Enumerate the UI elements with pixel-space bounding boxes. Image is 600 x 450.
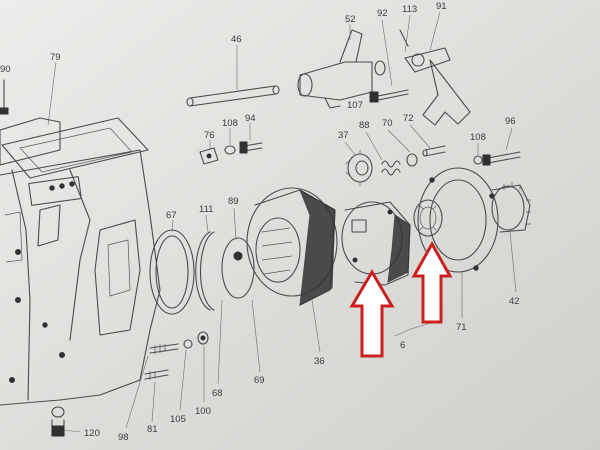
gear-37 (345, 150, 373, 186)
callout-72: 72 (403, 113, 414, 124)
spring-88 (381, 160, 401, 176)
gear-shaft-42 (491, 182, 531, 233)
washer-105 (183, 339, 193, 349)
callout-67: 67 (166, 210, 177, 221)
pin-72 (422, 145, 446, 157)
callout-52: 52 (345, 14, 356, 25)
stud-98 (149, 343, 179, 354)
callout-98: 98 (118, 432, 129, 443)
gearbox-housing (0, 117, 161, 406)
plate-76 (199, 147, 219, 165)
callout-111: 111 (199, 204, 213, 215)
callout-81: 81 (147, 424, 158, 435)
bolt-96 (482, 151, 521, 166)
callout-113: 113 (402, 4, 417, 15)
spline-coupler (413, 199, 443, 237)
callout-69: 69 (254, 375, 265, 386)
callout-105: 105 (170, 414, 186, 425)
stud-81 (144, 369, 169, 380)
bolt-94 (239, 141, 263, 154)
bolt-120 (51, 406, 65, 437)
callout-92: 92 (377, 8, 388, 19)
bolt-90 (0, 79, 9, 115)
callout-68: 68 (212, 388, 223, 399)
callout-37: 37 (338, 130, 349, 141)
callout-108-right: 108 (470, 132, 486, 143)
washer-108-top (224, 145, 236, 155)
callout-42: 42 (509, 296, 520, 307)
callout-36: 36 (314, 356, 325, 367)
callout-76: 76 (204, 130, 215, 141)
callout-70: 70 (382, 118, 393, 129)
callout-6: 6 (400, 340, 405, 351)
pin-46 (186, 45, 280, 107)
callout-71: 71 (456, 322, 467, 333)
callout-100: 100 (195, 406, 211, 417)
callout-91: 91 (436, 1, 447, 12)
callout-108-top: 108 (222, 118, 238, 129)
highlight-arrow-left (349, 269, 395, 358)
callout-88: 88 (359, 120, 370, 131)
bolt-92 (369, 19, 409, 103)
callout-79: 79 (50, 52, 61, 63)
callout-94: 94 (245, 113, 256, 124)
callout-107: 107 (347, 100, 363, 111)
callout-labels: 46 52 92 113 91 90 79 76 108 94 107 37 8… (0, 1, 520, 443)
leader-lines (47, 61, 517, 433)
washer-108-right (473, 155, 483, 165)
callout-96: 96 (505, 116, 516, 127)
highlight-arrow-right (411, 240, 453, 324)
callout-46: 46 (231, 34, 242, 45)
clutch-drum-36 (246, 187, 338, 306)
nut-100 (197, 331, 209, 345)
plate-89 (221, 237, 255, 299)
callout-89: 89 (228, 196, 239, 207)
bushing-70 (406, 153, 418, 167)
fork-91 (399, 11, 471, 126)
callout-120: 120 (84, 428, 100, 439)
callout-90: 90 (0, 64, 11, 75)
circlip-111 (195, 231, 215, 311)
